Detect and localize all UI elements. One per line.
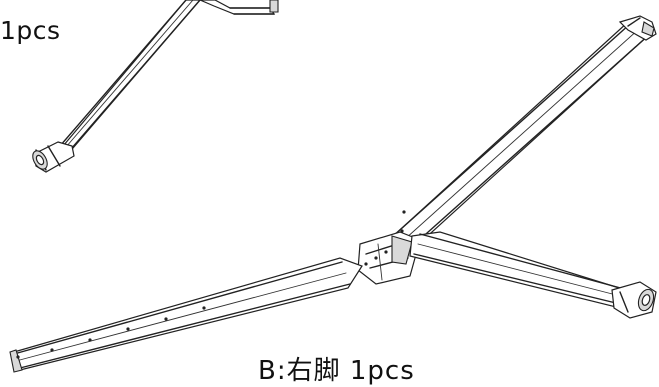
part-caption: B:右脚 1pcs	[258, 356, 415, 386]
left-leg-part	[32, 0, 279, 173]
right-leg-part	[9, 15, 657, 373]
quantity-label: 1pcs	[0, 16, 61, 45]
leg-parts-illustration	[9, 0, 657, 373]
